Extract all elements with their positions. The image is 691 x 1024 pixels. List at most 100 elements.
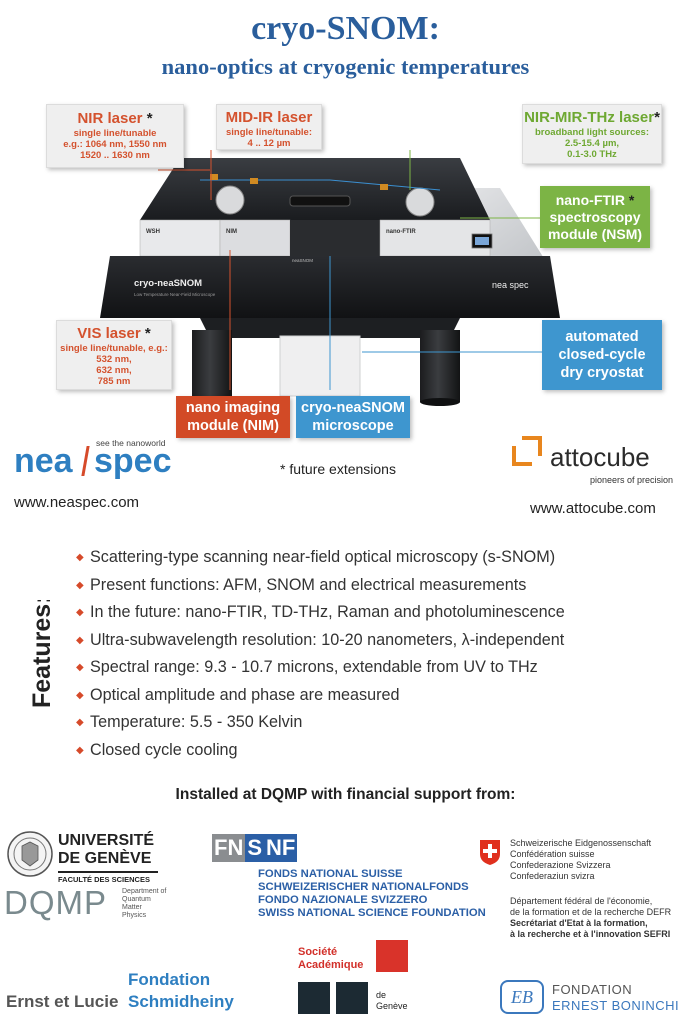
unige-line-2: DE GENÈVE xyxy=(58,850,152,867)
optic-mirror-left xyxy=(215,185,245,215)
dqmp-desc-3: Matter xyxy=(122,904,142,911)
boninchi-line-2: ERNEST BONINCHI xyxy=(552,998,680,1013)
thz-title: NIR-MIR-THz laser xyxy=(524,109,655,126)
swiss-names: Schweizerische Eidgenossenschaft Confédé… xyxy=(510,838,690,882)
swiss-name-2: Confédération suisse xyxy=(510,849,595,859)
cryostat-line-1: automated xyxy=(565,329,639,345)
leg-right xyxy=(420,330,460,402)
nim-line-2: module (NIM) xyxy=(187,418,279,434)
wsh-module xyxy=(139,219,221,257)
thz-line-1: broadband light sources: xyxy=(534,127,649,139)
attocube-url: www.attocube.com xyxy=(530,500,656,517)
ftir-line-2: module (NSM) xyxy=(547,225,643,242)
optic-component-3 xyxy=(380,184,388,190)
callout-nim: nano imaging module (NIM) xyxy=(176,396,290,438)
vis-line-1: single line/tunable, e.g.: xyxy=(60,343,168,355)
bullet-icon: ◆ xyxy=(76,607,84,619)
callout-vis-laser: VIS laser * single line/tunable, e.g.: 5… xyxy=(56,320,172,390)
thz-line-3: 0.1-3.0 THz xyxy=(567,149,617,161)
schmidheiny-top: Fondation xyxy=(128,970,211,989)
neaspec-logo: see the nanoworld nea spec xyxy=(14,438,184,480)
swiss-sefri-2: à la recherche et à l'innovation SEFRI xyxy=(510,929,671,939)
unige-logo: UNIVERSITÉ DE GENÈVE FACULTÉ DES SCIENCE… xyxy=(6,828,166,884)
thz-line-2: 2.5-15.4 µm, xyxy=(564,138,620,150)
dqmp-wordmark: DQMP xyxy=(4,884,107,921)
callout-nir-laser: NIR laser * single line/tunable e.g.: 10… xyxy=(46,104,184,168)
bullet-icon: ◆ xyxy=(76,552,84,564)
nim-label: NIM xyxy=(226,229,237,235)
callout-midir-laser: MID-IR laser single line/tunable: 4 .. 1… xyxy=(216,104,322,150)
feature-item: ◆Ultra-subwavelength resolution: 10-20 n… xyxy=(76,630,565,649)
sag-de: de xyxy=(376,990,387,1000)
sag-line-1: Société xyxy=(298,946,338,958)
feature-item: ◆Present functions: AFM, SNOM and electr… xyxy=(76,575,527,594)
feature-item: ◆Temperature: 5.5 - 350 Kelvin xyxy=(76,713,303,732)
center-recess xyxy=(290,220,380,256)
ftir-star: * xyxy=(628,191,635,208)
bullet-icon: ◆ xyxy=(76,744,84,756)
vis-line-2: 532 nm, xyxy=(96,354,132,366)
nsm-label: nano-FTIR xyxy=(386,229,416,235)
bullet-icon: ◆ xyxy=(76,662,84,674)
schmidheiny-left: Ernst et Lucie xyxy=(6,992,119,1011)
feature-item: ◆In the future: nano-FTIR, TD-THz, Raman… xyxy=(76,603,565,622)
central-optic xyxy=(289,195,351,207)
swiss-sefri-1: Secrétariat d'Etat à la formation, xyxy=(510,918,648,928)
sag-geneve: Genève xyxy=(376,1001,408,1011)
callout-thz-laser: NIR-MIR-THz laser* broadband light sourc… xyxy=(522,104,662,164)
snf-line-3: Fondo nazionale svizzero xyxy=(258,894,428,906)
midir-line-1: single line/tunable: xyxy=(225,127,313,139)
nir-star: * xyxy=(146,110,153,127)
cryostat-line-2: closed-cycle xyxy=(558,347,646,363)
unige-faculty: FACULTÉ DES SCIENCES xyxy=(58,871,158,884)
microscope-line-1: cryo-neaSNOM xyxy=(301,400,405,416)
callout-nano-ftir: nano-FTIR * spectroscopy module (NSM) xyxy=(540,186,650,248)
optic-component-1 xyxy=(210,174,218,180)
dqmp-desc-2: Quantum xyxy=(122,896,151,903)
dqmp-desc-4: Physics xyxy=(122,912,147,919)
instrument-brand: nea spec xyxy=(492,280,529,290)
cryo-snom-instrument-illustration: WSH NIM nano-FTIR cryo-neaSNOM Low Tempe… xyxy=(80,150,560,406)
feature-item: ◆Scattering-type scanning near-field opt… xyxy=(76,548,556,567)
snf-line-4: Swiss National Science Foundation xyxy=(258,907,486,919)
leg-right-foot xyxy=(420,398,460,406)
features-label: Features: xyxy=(28,600,56,708)
features-label-text: Features: xyxy=(28,600,56,708)
unige-line-1: UNIVERSITÉ xyxy=(58,832,155,849)
swiss-dept: Département fédéral de l'économie, de la… xyxy=(510,896,690,940)
callout-microscope: cryo-neaSNOM microscope xyxy=(296,396,410,438)
nim-line-1: nano imaging xyxy=(185,400,281,416)
nir-line-2: e.g.: 1064 nm, 1550 nm xyxy=(63,139,167,151)
feature-list: ◆Scattering-type scanning near-field opt… xyxy=(76,544,676,764)
neaspec-tagline: see the nanoworld xyxy=(96,438,166,448)
page-subtitle: nano-optics at cryogenic temperatures xyxy=(161,54,530,79)
bullet-icon: ◆ xyxy=(76,634,84,646)
ftir-line-1: spectroscopy xyxy=(549,208,641,225)
sag-square-red xyxy=(376,940,408,972)
snf-fn: FN xyxy=(212,834,246,862)
nir-line-3: 1520 .. 1630 nm xyxy=(80,150,150,162)
microscope-line-2: microscope xyxy=(312,418,394,434)
cryostat-line-3: dry cryostat xyxy=(560,365,644,381)
attocube-tagline: pioneers of precision xyxy=(590,475,674,485)
unige-seal-icon xyxy=(7,831,53,877)
future-extensions-note: * future extensions xyxy=(280,461,396,477)
attocube-wordmark: attocube xyxy=(550,442,650,472)
sag-line-2: Académique xyxy=(298,959,364,971)
midir-title: MID-IR laser xyxy=(225,109,313,126)
feature-item: ◆Optical amplitude and phase are measure… xyxy=(76,685,400,704)
optic-component-2 xyxy=(250,178,258,184)
leg-left xyxy=(192,330,232,402)
snf-line-1: Fonds national suisse xyxy=(258,868,403,880)
cryostat-pedestal xyxy=(279,335,361,397)
swiss-name-4: Confederaziun svizra xyxy=(510,871,595,881)
nir-title: NIR laser xyxy=(77,110,143,127)
vis-line-3: 632 nm, xyxy=(96,365,132,377)
swiss-dept-2: de la formation et de la recherche DEFR xyxy=(510,907,672,917)
page-title: cryo-SNOM: xyxy=(251,10,440,47)
bullet-icon: ◆ xyxy=(76,579,84,591)
neaspec-url: www.neaspec.com xyxy=(14,494,140,511)
snf-s: S xyxy=(245,834,265,862)
sag-square-dark-1 xyxy=(298,982,330,1014)
neaspec-wordmark-left: nea xyxy=(14,442,73,480)
